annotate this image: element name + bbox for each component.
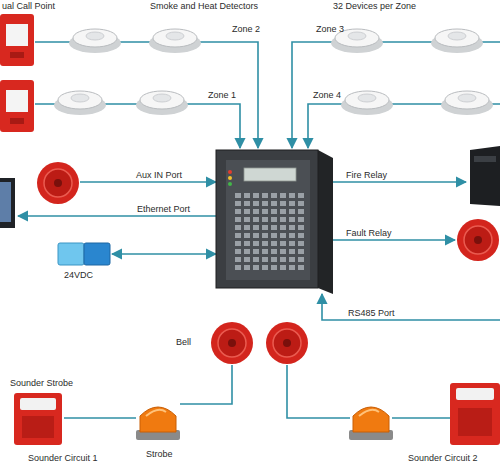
power-wire	[112, 253, 216, 255]
text-label: Zone 4	[313, 90, 341, 101]
heat-detector	[431, 29, 483, 53]
text-label: Smoke and Heat Detectors	[150, 1, 258, 12]
text-label: Aux IN Port	[136, 170, 182, 181]
wires	[18, 42, 500, 418]
text-label: Strobe	[146, 449, 173, 460]
art-shape	[0, 80, 34, 132]
relay-wire	[332, 181, 466, 183]
relay-wire	[332, 239, 455, 241]
text-label: Sounder Strobe	[10, 378, 73, 389]
text-label: Zone 3	[316, 24, 344, 35]
text-label: Sounder Circuit 2	[408, 453, 478, 464]
art-shape	[22, 416, 54, 438]
strobe	[349, 407, 393, 440]
text-label: Zone 1	[208, 90, 236, 101]
sounder-wire	[64, 417, 136, 419]
art-shape	[228, 176, 232, 180]
heat-detector	[136, 91, 188, 115]
art-shape	[458, 408, 492, 436]
text-label: ual Call Point	[2, 1, 55, 12]
art-shape	[232, 190, 304, 270]
sounder-strobe	[14, 393, 62, 445]
relay-cabinet	[470, 146, 500, 206]
art-shape	[84, 243, 110, 265]
strobe	[136, 407, 180, 440]
text-label: Zone 2	[232, 24, 260, 35]
art-shape	[10, 118, 24, 124]
call-point	[0, 14, 34, 66]
art-shape	[14, 393, 62, 445]
text-label: Fire Relay	[346, 170, 387, 181]
computer-monitor	[0, 178, 15, 228]
port-wire	[80, 181, 216, 183]
art-shape	[226, 160, 310, 280]
bell	[211, 322, 253, 364]
art-shape	[228, 170, 232, 174]
smoke-detector	[341, 91, 393, 115]
text-label: Ethernet Port	[137, 204, 190, 215]
text-label: 24VDC	[64, 270, 93, 281]
art-shape	[216, 150, 318, 288]
text-label: Fault Relay	[346, 228, 392, 239]
art-shape	[20, 398, 56, 410]
sounder-wire	[180, 365, 232, 404]
art-shape	[244, 168, 296, 181]
zone-wire	[292, 42, 500, 148]
port-wire	[322, 294, 500, 320]
art-shape	[474, 156, 496, 162]
text-label: Bell	[176, 337, 191, 348]
art-shape	[318, 150, 333, 294]
art-shape	[450, 383, 500, 445]
smoke-detector	[69, 29, 121, 53]
smoke-detector	[54, 91, 106, 115]
sounder-wire	[392, 417, 450, 419]
art-shape	[0, 178, 15, 228]
battery	[58, 243, 110, 265]
text-label: Sounder Circuit 1	[28, 453, 98, 464]
heat-detector	[149, 29, 201, 53]
sounder-wire	[287, 365, 350, 418]
text-label: 32 Devices per Zone	[333, 1, 416, 12]
zone-wire	[35, 42, 258, 148]
art-shape	[228, 182, 232, 186]
art-shape	[58, 243, 84, 265]
text-label: RS485 Port	[348, 308, 395, 319]
heat-detector	[441, 91, 493, 115]
art-shape	[456, 388, 494, 400]
bell	[37, 162, 79, 204]
art-shape	[6, 90, 28, 112]
art-shape	[10, 52, 24, 58]
port-wire	[18, 215, 216, 217]
art-shape	[0, 14, 34, 66]
art-shape	[470, 146, 500, 206]
bell	[266, 322, 308, 364]
sounder-strobe	[450, 383, 500, 445]
art-shape	[6, 24, 28, 46]
bell	[457, 219, 499, 261]
control-panel	[216, 150, 333, 294]
art-shape	[0, 182, 11, 222]
call-point	[0, 80, 34, 132]
